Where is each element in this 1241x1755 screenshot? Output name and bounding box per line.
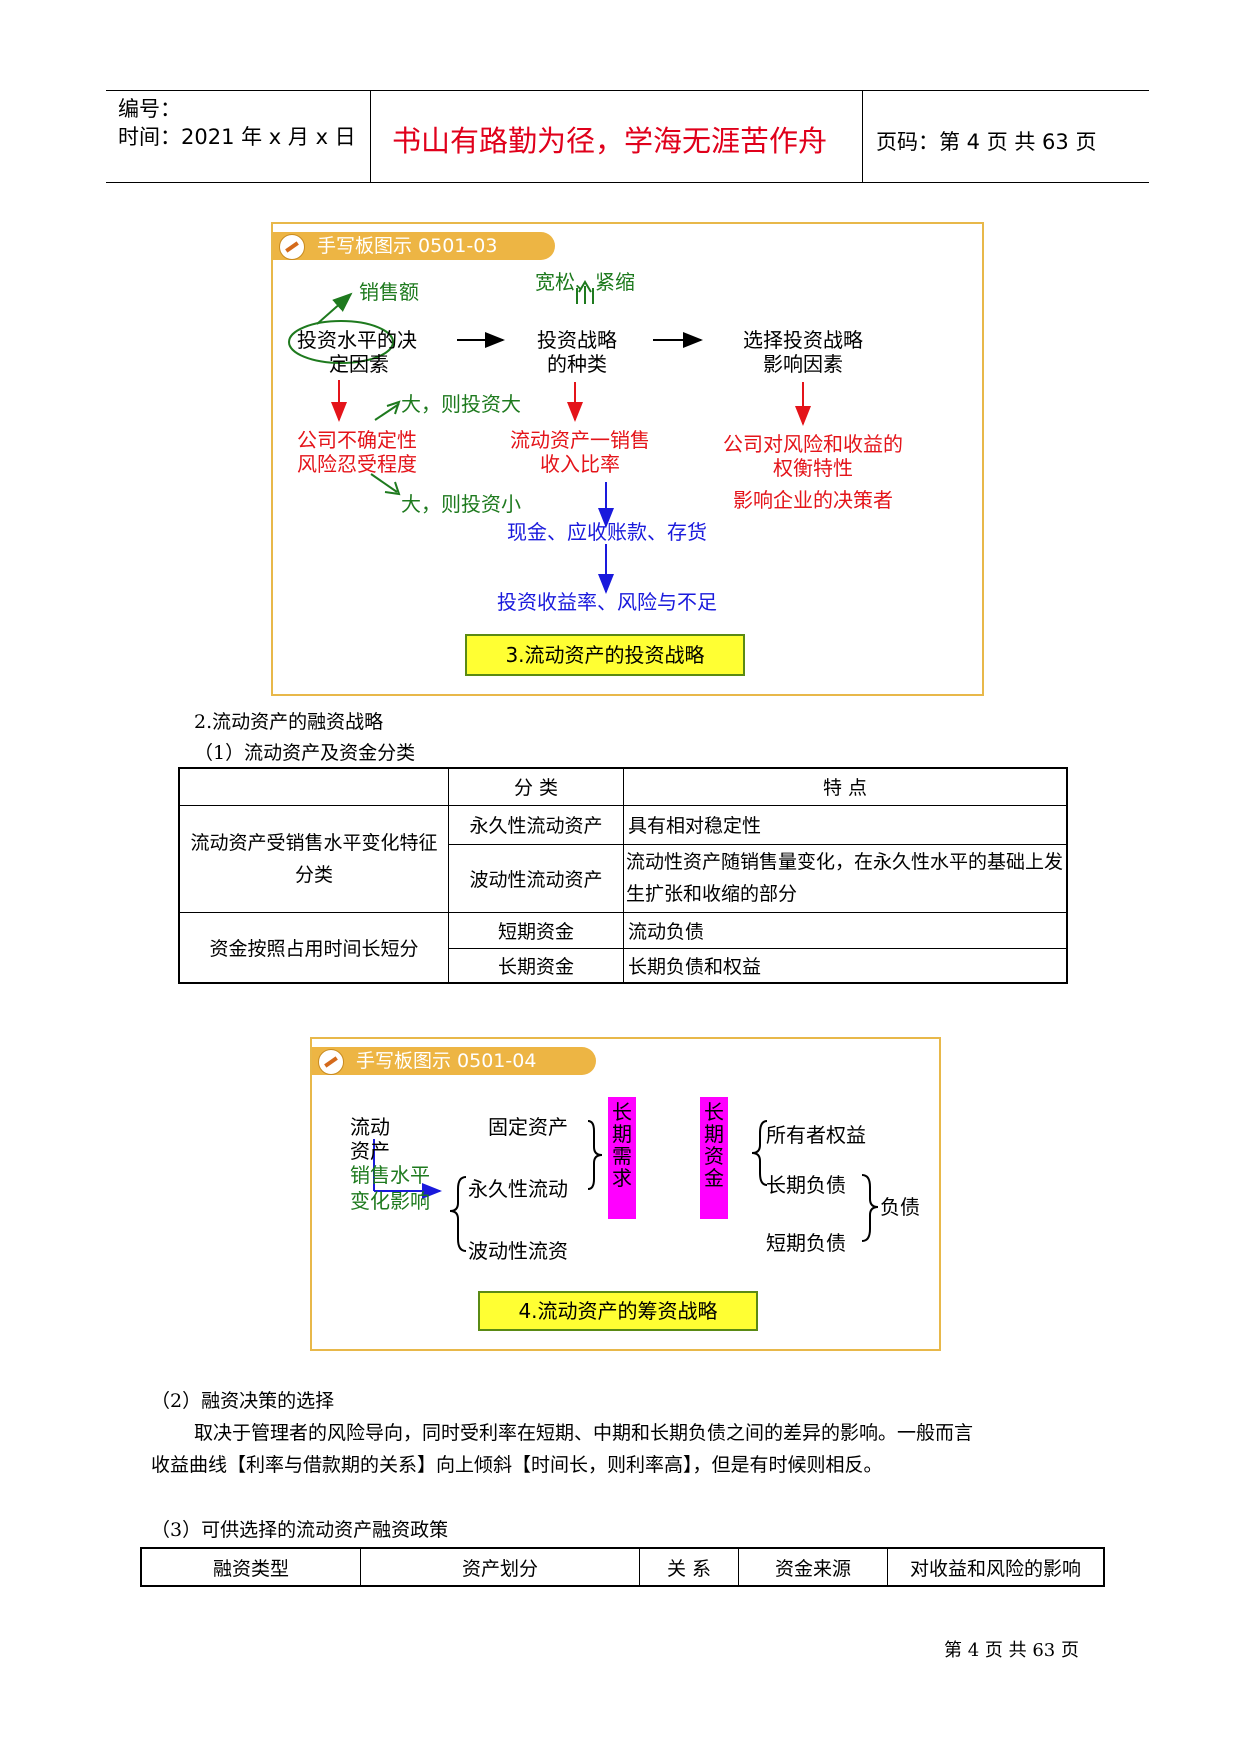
figure1-arrows bbox=[288, 280, 811, 594]
classification-table: 分 类 特 点 流动资产受销售水平变化特征分类 永久性流动资产 具有相对稳定性 … bbox=[178, 767, 1068, 984]
strategy-types-line1: 投资战略 bbox=[537, 328, 617, 352]
long-debt-label: 长期负债 bbox=[766, 1173, 846, 1197]
loose-tight-label: 宽松、紧缩 bbox=[535, 270, 635, 294]
choose-factors-line1: 选择投资战略 bbox=[743, 328, 863, 352]
long-need-block: 长期需求 bbox=[608, 1097, 636, 1219]
paragraph-line2: 收益曲线【利率与借款期的关系】向上倾斜【时间长，则利率高】，但是有时候则相反。 bbox=[151, 1454, 883, 1476]
figure2-caption: 4.流动资产的筹资战略 bbox=[478, 1291, 758, 1331]
ratio-line2: 收入比率 bbox=[540, 452, 620, 476]
table2-header-source: 资金来源 bbox=[738, 1547, 888, 1587]
page-footer: 第 4 页 共 63 页 bbox=[944, 1640, 1079, 1661]
current-assets-line1: 流动 bbox=[350, 1115, 390, 1139]
uncertainty-line2: 风险忍受程度 bbox=[297, 452, 417, 476]
header-time: 时间：2021 年 x 月 x 日 bbox=[118, 125, 356, 149]
pen-icon bbox=[279, 234, 305, 260]
decision-maker-label: 影响企业的决策者 bbox=[733, 488, 893, 512]
table2-header-relation: 关 系 bbox=[639, 1547, 739, 1587]
risk-return-line2: 权衡特性 bbox=[773, 456, 853, 480]
strategy-types-line2: 的种类 bbox=[547, 352, 607, 376]
header-top-rule bbox=[106, 90, 1149, 91]
header-bottom-rule bbox=[106, 182, 1149, 183]
figure1-caption: 3.流动资产的投资战略 bbox=[465, 634, 745, 676]
sales-label: 销售额 bbox=[359, 280, 419, 304]
table1-group2: 资金按照占用时间长短分 bbox=[178, 911, 449, 984]
header-divider-left bbox=[370, 90, 371, 182]
return-risk-label: 投资收益率、风险与不足 bbox=[497, 590, 717, 614]
choose-factors-line2: 影响因素 bbox=[763, 352, 843, 376]
figure2-tab-label: 手写板图示 0501-04 bbox=[356, 1050, 537, 1072]
figure1-tab: 手写板图示 0501-03 bbox=[273, 232, 555, 260]
pen-icon bbox=[318, 1049, 344, 1075]
table1-row1-feature: 具有相对稳定性 bbox=[623, 804, 1068, 845]
header-page: 页码：第 4 页 共 63 页 bbox=[876, 130, 1097, 154]
figure-investment-strategy: 手写板图示 0501-03 销售额 投资水平的决 定因素 宽松、紧缩 投资战略 … bbox=[271, 222, 984, 696]
big-then-big-label: 大，则投资大 bbox=[401, 392, 521, 416]
table1-row2-feature: 流动性资产随销售量变化，在永久性水平的基础上发生扩张和收缩的部分 bbox=[623, 843, 1068, 913]
fixed-assets-label: 固定资产 bbox=[488, 1115, 568, 1139]
short-debt-label: 短期负债 bbox=[766, 1231, 846, 1255]
figure1-tab-label: 手写板图示 0501-03 bbox=[317, 235, 498, 257]
table1-header-blank bbox=[178, 767, 449, 806]
section2-2-title: （2）融资决策的选择 bbox=[151, 1390, 335, 1412]
table1-row3-feature: 流动负债 bbox=[623, 911, 1068, 949]
ratio-line1: 流动资产一销售 bbox=[510, 428, 650, 452]
equity-label: 所有者权益 bbox=[766, 1123, 866, 1147]
figure-financing-strategy: 手写板图示 0501-04 流动 资产 销售水平 变化影响 固定资产 永久性流动… bbox=[310, 1037, 941, 1351]
section2-1-title: （1）流动资产及资金分类 bbox=[194, 742, 416, 764]
figure2-tab: 手写板图示 0501-04 bbox=[312, 1047, 596, 1075]
risk-return-line1: 公司对风险和收益的 bbox=[723, 432, 903, 456]
debt-label: 负债 bbox=[880, 1195, 920, 1219]
uncertainty-line1: 公司不确定性 bbox=[297, 428, 417, 452]
header-motto: 书山有路勤为径，学海无涯苦作舟 bbox=[392, 124, 828, 158]
long-fund-block: 长期资金 bbox=[700, 1097, 728, 1219]
table2-header-type: 融资类型 bbox=[140, 1547, 361, 1587]
circle-mark bbox=[288, 320, 394, 364]
table2-header-assets: 资产划分 bbox=[360, 1547, 640, 1587]
cash-etc-label: 现金、应收账款、存货 bbox=[507, 520, 707, 544]
table1-row3-type: 短期资金 bbox=[448, 911, 624, 949]
determinants-line2: 定因素 bbox=[329, 352, 389, 376]
fluctuating-label: 波动性流资 bbox=[468, 1239, 568, 1263]
sales-level-line1: 销售水平 bbox=[350, 1163, 430, 1187]
section2-3-title: （3）可供选择的流动资产融资政策 bbox=[151, 1519, 449, 1541]
determinants-line1: 投资水平的决 bbox=[297, 328, 417, 352]
table1-row4-feature: 长期负债和权益 bbox=[623, 947, 1068, 984]
current-assets-line2: 资产 bbox=[350, 1139, 390, 1163]
section2-title: 2.流动资产的融资战略 bbox=[194, 711, 384, 733]
table1-row2-type: 波动性流动资产 bbox=[448, 843, 624, 913]
table1-row1-type: 永久性流动资产 bbox=[448, 804, 624, 845]
table1-header-category: 分 类 bbox=[448, 767, 624, 806]
sales-level-line2: 变化影响 bbox=[350, 1189, 430, 1213]
big-then-small-label: 大，则投资小 bbox=[401, 492, 521, 516]
table1-row4-type: 长期资金 bbox=[448, 947, 624, 984]
financing-policy-table: 融资类型 资产划分 关 系 资金来源 对收益和风险的影响 bbox=[140, 1547, 1105, 1587]
header-divider-right bbox=[862, 90, 863, 182]
table1-header-feature: 特 点 bbox=[623, 767, 1068, 806]
header-number: 编号： bbox=[118, 97, 181, 121]
table2-header-impact: 对收益和风险的影响 bbox=[887, 1547, 1105, 1587]
permanent-label: 永久性流动 bbox=[468, 1177, 568, 1201]
table1-group1: 流动资产受销售水平变化特征分类 bbox=[178, 804, 449, 913]
figure2-braces bbox=[373, 1120, 879, 1252]
paragraph-line1: 取决于管理者的风险导向，同时受利率在短期、中期和长期负债之间的差异的影响。一般而… bbox=[194, 1422, 974, 1444]
